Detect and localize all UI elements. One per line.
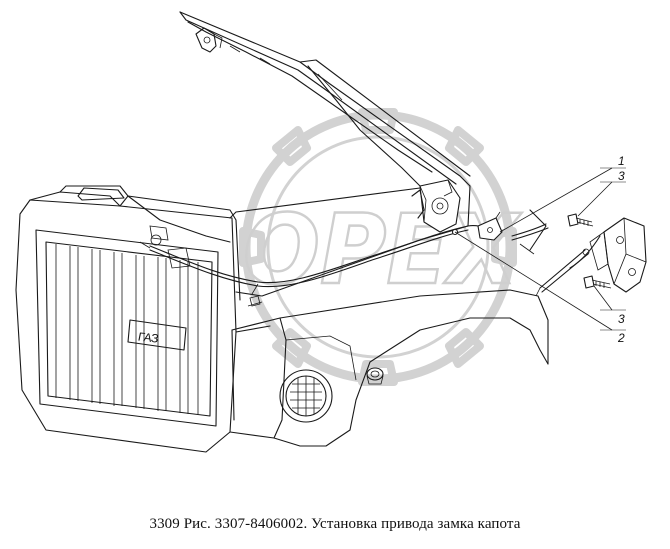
leader-lines <box>455 168 626 330</box>
callout-3-top: 3 <box>618 169 625 183</box>
bolt-bottom <box>584 276 611 288</box>
hood-hinge <box>196 28 222 52</box>
hood-lock <box>412 180 460 232</box>
gaz-emblem: ГАЗ <box>138 330 159 346</box>
callout-2: 2 <box>617 331 625 345</box>
lock-bracket <box>570 218 646 292</box>
hood-lock-drive-diagram: OPEX ГАЗ <box>0 0 670 520</box>
callout-1: 1 <box>618 154 625 168</box>
figure-caption: 3309 Рис. 3307-8406002. Установка привод… <box>149 516 521 532</box>
side-marker-lamp <box>367 368 383 384</box>
radiator-grille: ГАЗ <box>16 200 236 452</box>
lock-handle <box>512 210 548 254</box>
cable-lever <box>536 249 589 296</box>
watermark-gear <box>243 112 513 382</box>
watermark-text: OPEX <box>243 194 522 306</box>
cable-bracket <box>478 212 502 240</box>
hood-panel <box>180 12 470 186</box>
headlamp <box>280 370 332 422</box>
bolt-top <box>568 214 593 226</box>
front-fender <box>230 290 548 446</box>
callout-3-bottom: 3 <box>618 312 625 326</box>
hood-lock-cable <box>140 226 500 294</box>
